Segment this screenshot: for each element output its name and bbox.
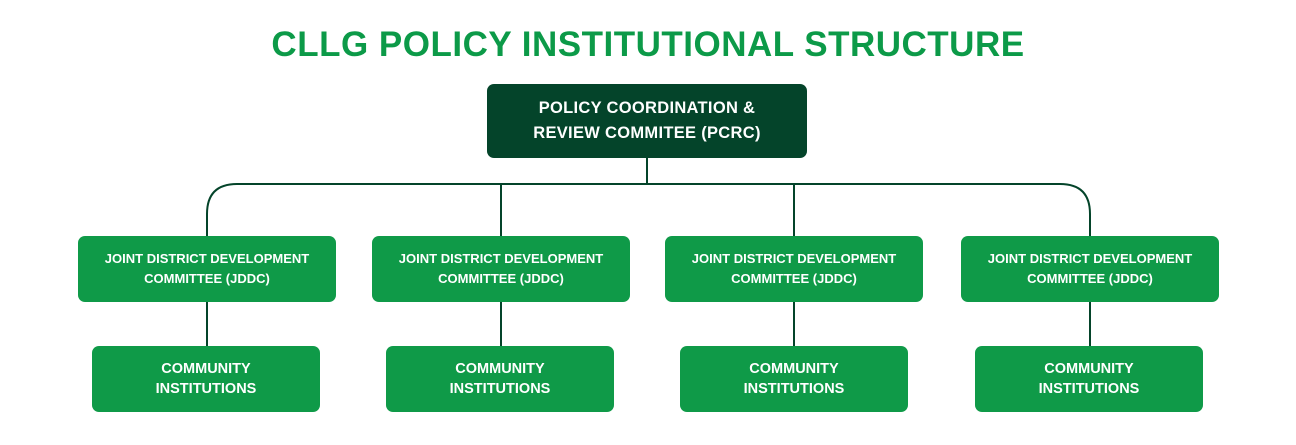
jddc-label-line1: JOINT DISTRICT DEVELOPMENT xyxy=(987,251,1193,266)
community-label-line1: COMMUNITY xyxy=(749,361,839,377)
jddc-label-line1: JOINT DISTRICT DEVELOPMENT xyxy=(398,251,604,266)
chart-title: CLLG POLICY INSTITUTIONAL STRUCTURE xyxy=(271,25,1025,64)
community-label-line1: COMMUNITY xyxy=(455,361,545,377)
pcrc-label-line2: REVIEW COMMITEE (PCRC) xyxy=(533,124,761,142)
community-label-line1: COMMUNITY xyxy=(1044,361,1134,377)
community-label-line2: INSTITUTIONS xyxy=(1038,381,1140,397)
community-node-2: COMMUNITY INSTITUTIONS xyxy=(386,346,614,412)
jddc-label-line2: COMMITTEE (JDDC) xyxy=(144,271,270,286)
community-label-line2: INSTITUTIONS xyxy=(155,381,257,397)
jddc-node-4: JOINT DISTRICT DEVELOPMENT COMMITTEE (JD… xyxy=(961,236,1219,302)
jddc-label-line2: COMMITTEE (JDDC) xyxy=(1027,271,1153,286)
jddc-node-2: JOINT DISTRICT DEVELOPMENT COMMITTEE (JD… xyxy=(372,236,630,302)
jddc-label-line1: JOINT DISTRICT DEVELOPMENT xyxy=(104,251,310,266)
community-node-4: COMMUNITY INSTITUTIONS xyxy=(975,346,1203,412)
community-label-line2: INSTITUTIONS xyxy=(449,381,551,397)
community-label-line1: COMMUNITY xyxy=(161,361,251,377)
jddc-label-line1: JOINT DISTRICT DEVELOPMENT xyxy=(691,251,897,266)
community-label-line2: INSTITUTIONS xyxy=(743,381,845,397)
jddc-node-1: JOINT DISTRICT DEVELOPMENT COMMITTEE (JD… xyxy=(78,236,336,302)
community-node-1: COMMUNITY INSTITUTIONS xyxy=(92,346,320,412)
jddc-label-line2: COMMITTEE (JDDC) xyxy=(438,271,564,286)
pcrc-label-line1: POLICY COORDINATION & xyxy=(538,99,756,117)
horizontal-bus-line xyxy=(206,183,1091,236)
pcrc-node: POLICY COORDINATION & REVIEW COMMITEE (P… xyxy=(487,84,807,158)
community-node-3: COMMUNITY INSTITUTIONS xyxy=(680,346,908,412)
jddc-label-line2: COMMITTEE (JDDC) xyxy=(731,271,857,286)
jddc-node-3: JOINT DISTRICT DEVELOPMENT COMMITTEE (JD… xyxy=(665,236,923,302)
